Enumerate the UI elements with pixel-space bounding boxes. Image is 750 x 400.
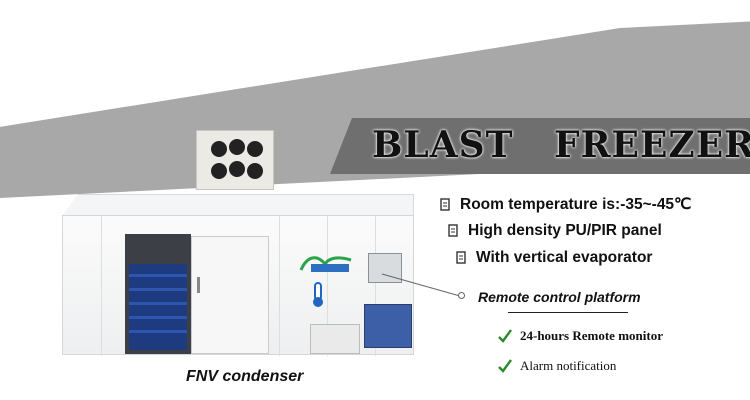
panel-seam — [327, 216, 328, 356]
room-roof — [62, 194, 414, 216]
title-banner — [330, 118, 750, 174]
remote-control-label: Remote control platform — [478, 289, 641, 305]
panel-seam — [101, 216, 102, 356]
product-racks — [129, 264, 187, 350]
panel-seam — [279, 216, 280, 356]
divider — [508, 312, 628, 313]
sliding-door — [191, 236, 269, 354]
document-icon — [440, 197, 450, 211]
feature-item: High density PU/PIR panel — [448, 222, 662, 240]
document-icon — [456, 251, 466, 264]
checklist-item: Alarm notification — [498, 358, 616, 374]
checklist-label: Alarm notification — [520, 358, 617, 373]
leader-line — [381, 273, 461, 297]
checklist-item: 24-hours Remote monitor — [498, 328, 663, 344]
feature-label: Room temperature is:-35~-45℃ — [460, 196, 692, 213]
check-icon — [498, 359, 512, 373]
checklist-label: 24-hours Remote monitor — [520, 328, 663, 343]
thermometer-icon — [313, 282, 323, 307]
door-handle — [197, 277, 200, 293]
fan-icon — [229, 139, 245, 155]
outdoor-condenser-unit — [310, 324, 360, 354]
panel-seam — [375, 216, 376, 356]
document-icon — [448, 224, 458, 237]
fan-icon — [247, 163, 263, 179]
feature-item: Room temperature is:-35~-45℃ — [440, 195, 691, 214]
check-icon — [498, 329, 512, 343]
compressor-unit — [364, 304, 412, 348]
condenser-caption: FNV condenser — [186, 368, 304, 385]
fan-icon — [211, 163, 227, 179]
feature-label: High density PU/PIR panel — [468, 222, 662, 239]
cold-room — [62, 215, 414, 356]
brand-logo-icon — [299, 256, 352, 272]
fan-icon — [229, 161, 245, 177]
feature-label: With vertical evaporator — [476, 249, 653, 266]
page-title: BLAST FREEZER — [372, 124, 750, 166]
rooftop-condenser — [196, 130, 274, 190]
fan-icon — [247, 141, 263, 157]
control-box — [368, 253, 402, 283]
fan-icon — [211, 141, 227, 157]
bullet-dot — [458, 292, 465, 299]
feature-item: With vertical evaporator — [456, 249, 652, 267]
